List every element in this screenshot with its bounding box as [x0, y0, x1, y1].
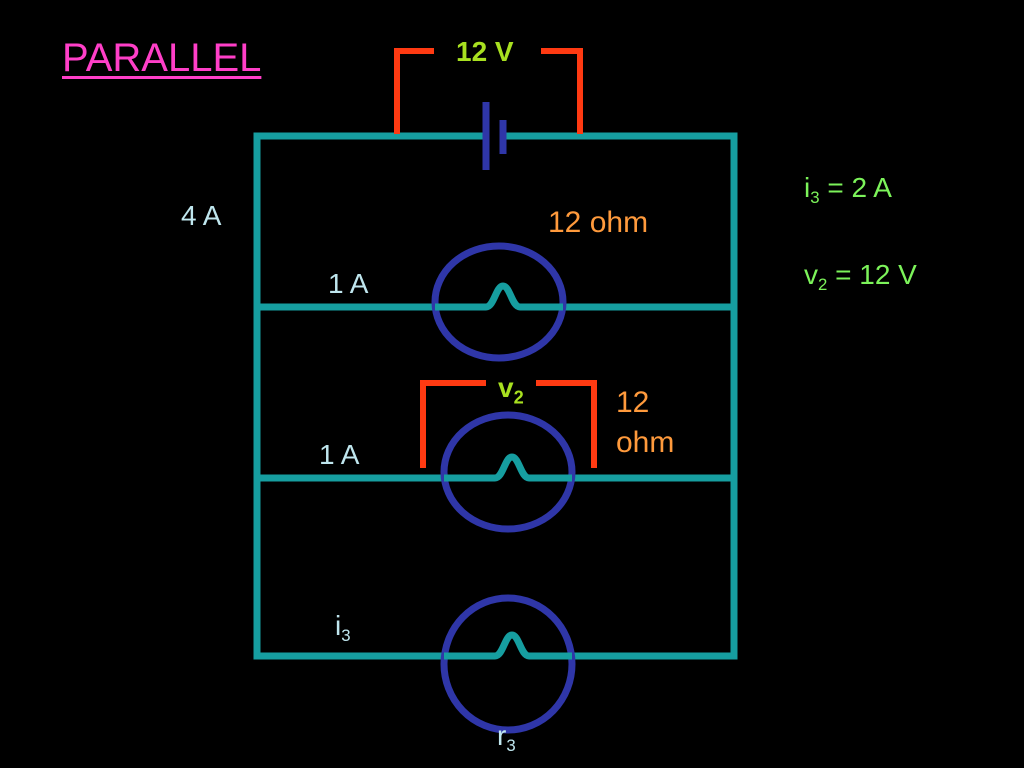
given-v2: v2 = 12 V — [804, 259, 917, 294]
branch-1-resistance-label: 12 ohm — [548, 206, 649, 239]
battery-icon — [482, 102, 507, 170]
bulb-2-voltmeter-leads — [420, 380, 597, 468]
given-i3: i3 = 2 A — [804, 172, 892, 207]
branch-2-resistance-value: 12 — [616, 386, 650, 419]
branch-1-current-label: 1 A — [328, 268, 369, 299]
page-title: PARALLEL — [62, 36, 262, 80]
branch-2-voltage-label: v2 — [498, 372, 524, 408]
branch-2-resistance-unit: ohm — [616, 426, 675, 459]
branch-3-resistor-label: r3 — [497, 720, 516, 755]
bulb-3-icon — [440, 594, 576, 734]
branch-2-current-label: 1 A — [319, 439, 360, 470]
branch-3-current-label: i3 — [335, 610, 351, 645]
bulb-1-icon — [431, 242, 567, 362]
battery-voltmeter-leads — [394, 48, 583, 134]
bulb-2-icon — [440, 411, 576, 533]
battery-voltage-label: 12 V — [456, 36, 514, 67]
total-current-label: 4 A — [181, 200, 222, 231]
